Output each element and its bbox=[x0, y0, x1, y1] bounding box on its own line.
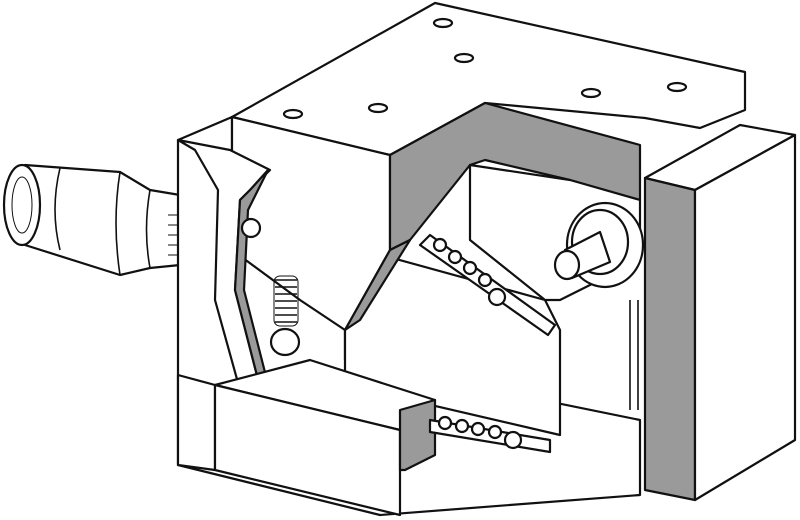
pivot-pin bbox=[240, 217, 262, 239]
bottom-slide-block bbox=[213, 358, 437, 517]
ball-bearing-rail-upper bbox=[418, 233, 557, 337]
spring bbox=[273, 275, 299, 327]
drive-shaft bbox=[553, 201, 645, 289]
spring-pin bbox=[269, 327, 301, 357]
cover-plate bbox=[176, 138, 301, 397]
micrometer bbox=[2, 163, 182, 277]
top-carriage bbox=[230, 1, 747, 332]
ball-bearing-rail-lower bbox=[428, 415, 552, 454]
mounting-holes bbox=[282, 17, 688, 120]
micrometer-scale bbox=[168, 214, 178, 256]
right-pillar bbox=[629, 123, 797, 502]
